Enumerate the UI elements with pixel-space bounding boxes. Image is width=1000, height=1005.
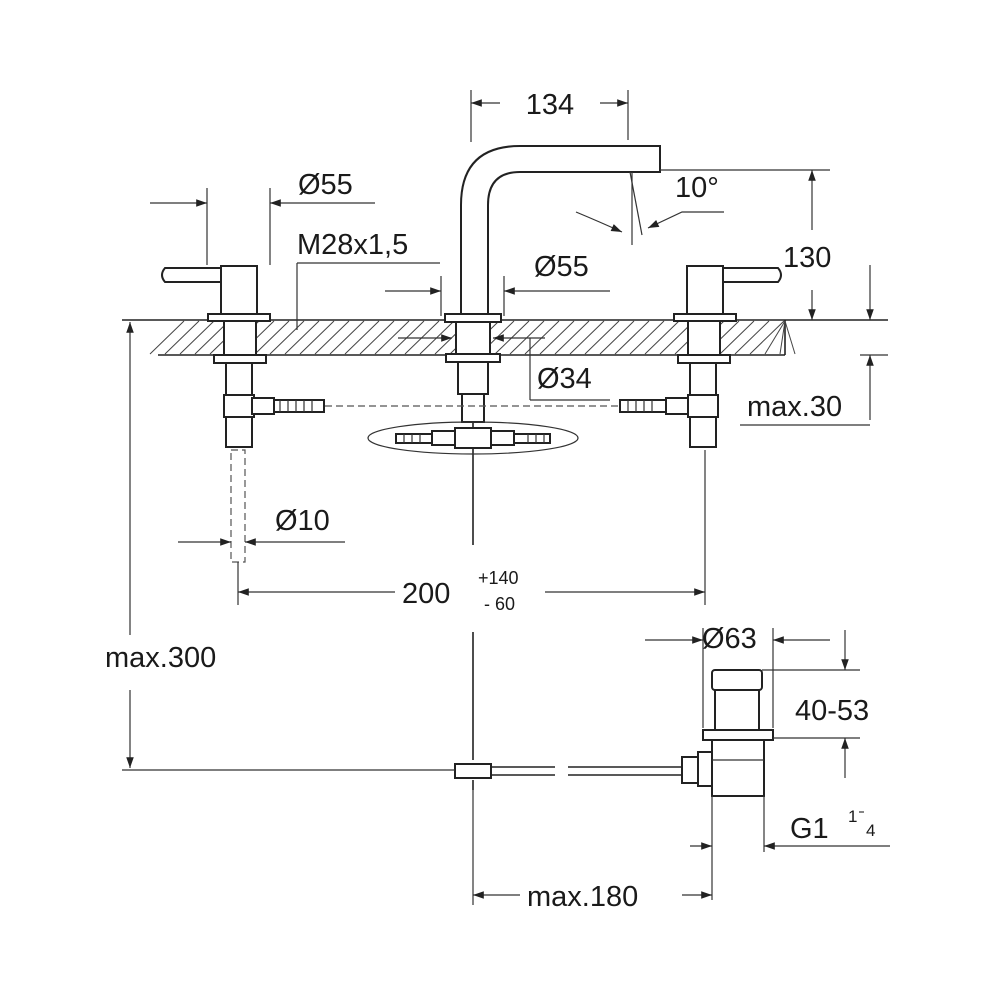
dim-handle-dia: Ø55 bbox=[150, 169, 375, 265]
label-spout-base: Ø55 bbox=[534, 251, 589, 283]
left-handle-valve bbox=[161, 265, 325, 563]
right-handle-valve bbox=[619, 265, 782, 448]
hatch-line bbox=[644, 320, 680, 355]
hatch-line bbox=[554, 320, 590, 355]
hatch-line bbox=[314, 320, 350, 355]
label-hose-dia: Ø10 bbox=[275, 505, 330, 537]
hatch-line bbox=[779, 320, 786, 355]
label-spacing-minus: - 60 bbox=[484, 594, 515, 614]
hatch-line bbox=[749, 320, 785, 355]
hatch-line bbox=[329, 320, 365, 355]
dim-spout-base: Ø55 bbox=[385, 251, 610, 316]
label-spout-height: 130 bbox=[783, 242, 831, 274]
hatch-line bbox=[164, 320, 200, 355]
right-hose-connector bbox=[619, 397, 689, 415]
hatch-line bbox=[344, 320, 380, 355]
spout bbox=[367, 145, 661, 545]
hatch-line bbox=[764, 320, 786, 355]
dim-rod-reach: max.180 bbox=[472, 790, 712, 913]
label-drain-dia: Ø63 bbox=[702, 623, 757, 655]
hatch-line bbox=[179, 320, 215, 355]
dim-hose-dia: Ø10 bbox=[178, 505, 345, 546]
label-drain-thread: G1 bbox=[790, 813, 829, 845]
hatch-line bbox=[734, 320, 770, 355]
label-spacing-plus: +140 bbox=[478, 568, 519, 588]
dim-hole-dia: Ø34 bbox=[398, 334, 610, 401]
hatch-line bbox=[359, 320, 395, 355]
center-mixing-tee bbox=[395, 427, 551, 449]
hatch-line bbox=[269, 320, 305, 355]
label-spacing-main: 200 bbox=[402, 578, 450, 610]
dim-drain-dia: Ø63 bbox=[645, 623, 830, 728]
hatch-line bbox=[299, 320, 335, 355]
dim-spout-height: 130 bbox=[660, 169, 831, 320]
dim-thread: M28x1,5 bbox=[296, 229, 440, 330]
label-handle-dia: Ø55 bbox=[298, 169, 353, 201]
hatch-line bbox=[629, 320, 665, 355]
dim-max-depth: max.300 bbox=[105, 322, 455, 771]
label-max-depth: max.300 bbox=[105, 642, 216, 674]
hatch-line bbox=[614, 320, 650, 355]
dim-spacing: 200 +140 - 60 bbox=[237, 450, 706, 614]
hatch-line bbox=[149, 320, 185, 355]
dim-drain-thread: G1 1 4 bbox=[690, 796, 890, 900]
hatch-line bbox=[584, 320, 620, 355]
hatch-line bbox=[719, 320, 755, 355]
hatch-line bbox=[284, 320, 320, 355]
label-thread: M28x1,5 bbox=[297, 229, 408, 261]
hatch-line bbox=[599, 320, 635, 355]
dim-spout-angle: 10° bbox=[575, 171, 724, 245]
label-drain-height: 40-53 bbox=[795, 695, 869, 727]
label-spout-reach: 134 bbox=[526, 89, 574, 121]
label-spout-angle: 10° bbox=[675, 172, 719, 204]
label-drain-thread-num: 1 bbox=[848, 807, 857, 826]
label-hole-dia: Ø34 bbox=[537, 363, 592, 395]
label-drain-thread-den: 4 bbox=[866, 821, 875, 840]
label-rod-reach: max.180 bbox=[527, 881, 638, 913]
dim-drain-height: 40-53 bbox=[762, 630, 869, 778]
hatch-line bbox=[784, 320, 796, 355]
hatch-line bbox=[569, 320, 605, 355]
hatch-line bbox=[254, 320, 290, 355]
popup-drain bbox=[454, 632, 774, 797]
hatch-line bbox=[374, 320, 410, 355]
hatch-line bbox=[539, 320, 575, 355]
dim-spout-reach: 134 bbox=[470, 89, 629, 142]
label-max-deck: max.30 bbox=[747, 391, 842, 423]
dim-max-deck: max.30 bbox=[740, 265, 874, 426]
left-hose-connector bbox=[251, 397, 325, 415]
